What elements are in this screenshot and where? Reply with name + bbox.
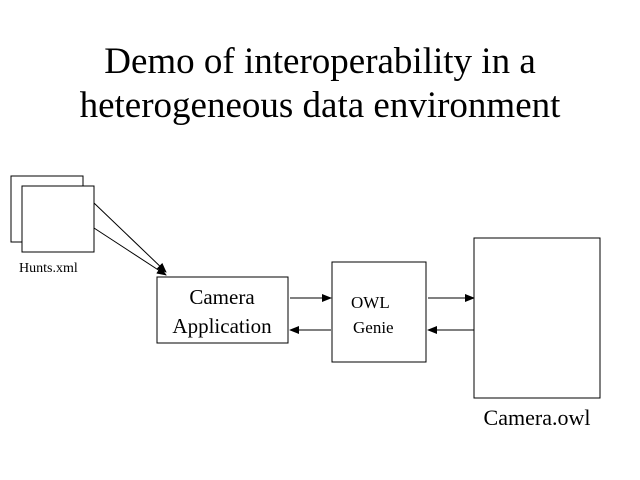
title-line-1: Demo of interoperability in a <box>104 41 536 82</box>
owl-genie-line1: OWL <box>351 293 390 312</box>
owl-genie-box <box>331 261 427 363</box>
title-line-2: heterogeneous data environment <box>79 85 561 126</box>
owl-genie-line2: Genie <box>353 318 394 337</box>
slide-title: Demo of interoperability in a heterogene… <box>0 40 640 128</box>
camera-owl-label: Camera.owl <box>484 405 591 430</box>
camera-application-box <box>156 276 289 344</box>
hunts-xml-label: Hunts.xml <box>19 261 78 276</box>
hunts-xml-document-stack <box>10 175 95 253</box>
hunts-to-app-arrow-1 <box>93 202 167 273</box>
camera-application-line1: Camera <box>189 285 255 309</box>
hunts-to-app-arrow-2 <box>93 227 167 276</box>
camera-owl-box <box>473 237 601 399</box>
hunts-xml-front-page <box>21 185 95 253</box>
camera-application-line2: Application <box>172 314 272 338</box>
